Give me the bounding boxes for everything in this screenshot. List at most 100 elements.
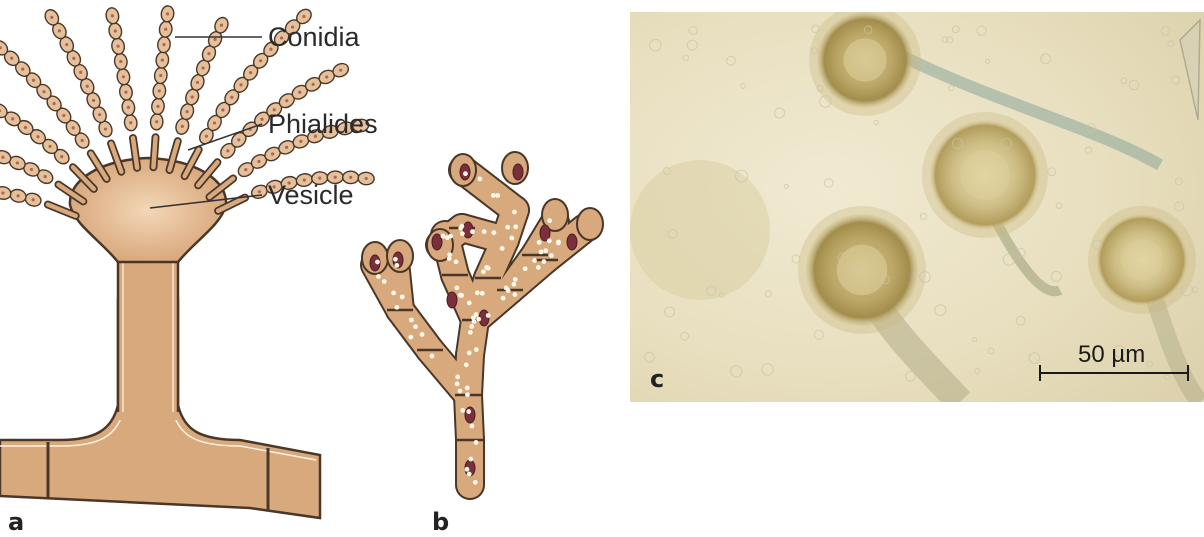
cytoplasm-granule [482,229,487,234]
conidium-nucleus [312,83,315,86]
cytoplasm-granule [394,305,399,310]
conidium-nucleus [42,90,45,93]
conidium-nucleus [129,121,132,124]
cytoplasm-granule [539,249,544,254]
conidium-nucleus [79,71,82,74]
conidium-nucleus [159,74,162,77]
conidium-nucleus [226,149,229,152]
cytoplasm-granule [477,177,482,182]
cytoplasm-granule [430,354,435,359]
label-conidia: Conidia [268,22,361,52]
conidium-nucleus [48,145,51,148]
conidium-nucleus [164,28,167,31]
label-phialides: Phialides [268,109,378,139]
conidium-nucleus [334,176,337,179]
conidium-nucleus [86,85,89,88]
cytoplasm-granule [513,277,518,282]
cytoplasm-granule [484,265,489,270]
cytoplasm-granule [541,259,546,264]
conidium-nucleus [249,71,252,74]
conidial-head-vesicle [960,150,1010,200]
cytoplasm-granule [409,318,414,323]
conidium-nucleus [213,121,216,124]
conidium-nucleus [1,156,4,159]
conidium-nucleus [124,90,127,93]
conidiophore-stalk [118,250,178,420]
conidium-nucleus [260,118,263,121]
conidium-nucleus [258,190,261,193]
cytoplasm-granule [523,266,528,271]
conidium-nucleus [30,168,33,171]
nucleus [513,164,523,180]
cytoplasm-granule [491,193,496,198]
cytoplasm-granule [382,279,387,284]
nucleus [567,234,577,250]
cytoplasm-granule [454,259,459,264]
cytoplasm-granule [467,351,472,356]
phialide-fill [153,137,155,167]
conidium-nucleus [92,99,95,102]
conidium-nucleus [285,99,288,102]
cytoplasm-granule [505,225,510,230]
cytoplasm-granule [547,218,552,223]
conidium-nucleus [205,135,208,138]
hypha-tip [577,208,603,240]
conidium-nucleus [116,45,119,48]
cytoplasm-granule [465,386,470,391]
nucleus [432,234,442,250]
conidium-nucleus [162,43,165,46]
cytoplasm-granule [513,224,518,229]
cytoplasm-granule [375,260,380,265]
cytoplasm-granule [504,286,509,291]
conidium-nucleus [298,91,301,94]
conidium-nucleus [65,43,68,46]
cytoplasm-granule [495,193,500,198]
conidium-nucleus [349,176,352,179]
conidium-nucleus [156,105,159,108]
conidium-nucleus [72,126,75,129]
cytoplasm-granule [468,457,473,462]
conidium-nucleus [244,168,247,171]
cytoplasm-granule [394,263,399,268]
conidium-nucleus [161,58,164,61]
nucleus [465,407,475,423]
conidium-nucleus [181,125,184,128]
cytoplasm-granule [473,480,478,485]
cytoplasm-granule [543,248,548,253]
nucleus [447,292,457,308]
cytoplasm-granule [500,246,505,251]
conidium-nucleus [186,110,189,113]
conidium-nucleus [21,67,24,70]
cytoplasm-granule [458,293,463,298]
cytoplasm-granule [376,274,381,279]
cytoplasm-granule [441,234,446,239]
conidium-nucleus [11,117,14,120]
cytoplasm-granule [481,269,486,274]
conidium-nucleus [302,15,305,18]
cytoplasm-granule [458,389,463,394]
scale-bar-label: 50 µm [1078,341,1145,368]
cytoplasm-granule [463,171,468,176]
conidium-nucleus [24,126,27,129]
cytoplasm-granule [474,312,479,317]
cytoplasm-granule [454,285,459,290]
conidium-nucleus [111,14,114,17]
cytoplasm-granule [469,324,474,329]
conidium-nucleus [81,139,84,142]
cytoplasm-granule [476,317,481,322]
conidium-nucleus [32,79,35,82]
conidium-nucleus [72,57,75,60]
cytoplasm-granule [460,231,465,236]
cytoplasm-granule [491,230,496,235]
cytoplasm-granule [465,467,470,472]
conidium-nucleus [44,175,47,178]
label-vesicle: Vesicle [268,180,354,210]
conidium-nucleus [220,24,223,27]
panel-b-septate-hypha-diagram: b [362,152,603,536]
cytoplasm-granule [400,294,405,299]
conidium-nucleus [213,38,216,41]
cytoplasm-granule [455,381,460,386]
cytoplasm-granule [460,408,465,413]
cytoplasm-granule [465,392,470,397]
